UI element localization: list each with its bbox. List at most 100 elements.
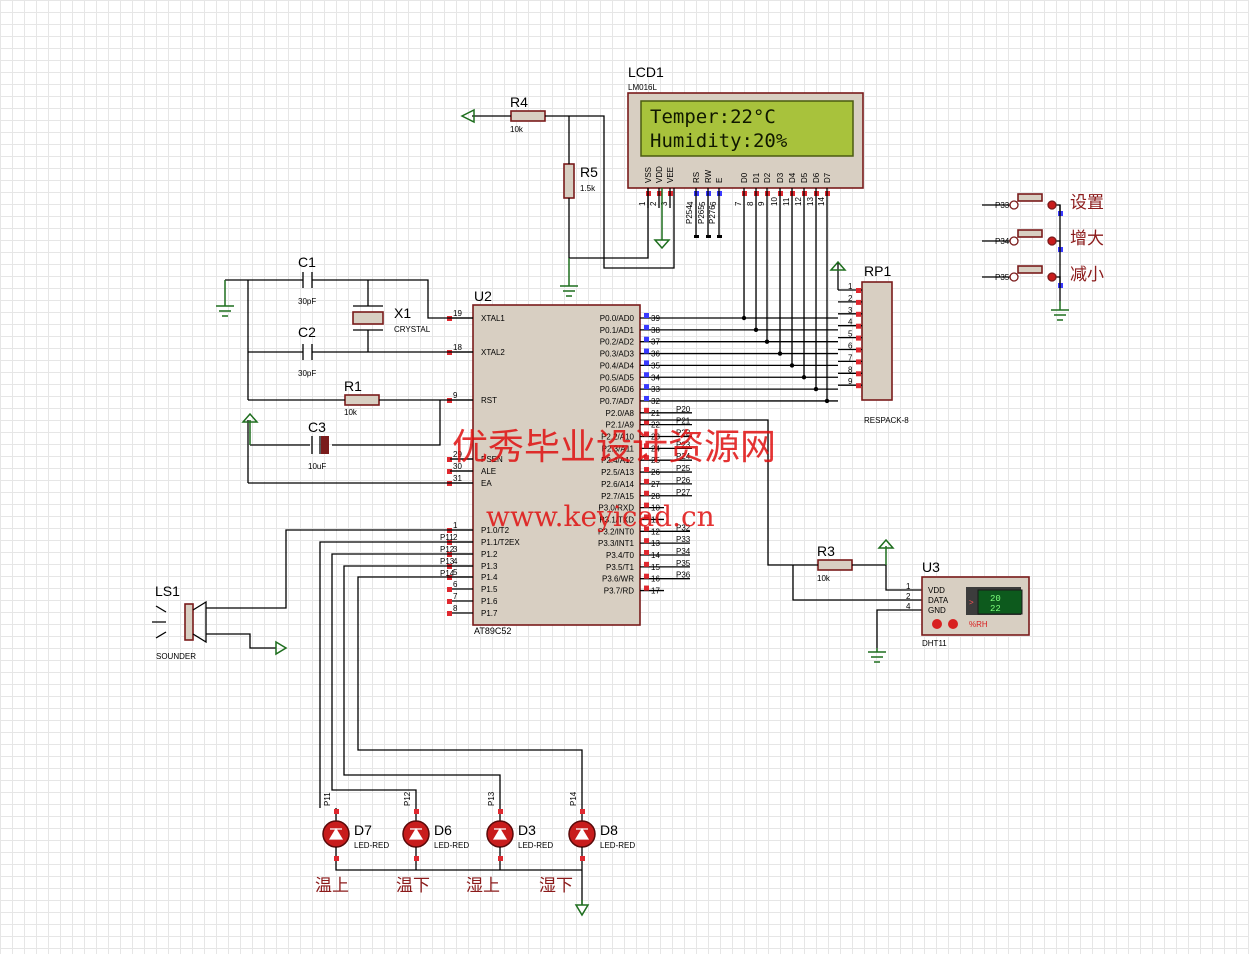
r4-resistor[interactable]: R4 10k — [510, 94, 546, 134]
c1-ref: C1 — [298, 254, 316, 270]
r1-resistor[interactable]: R1 10k — [247, 378, 473, 484]
c3-capacitor[interactable]: C3 10uF — [241, 412, 473, 472]
lcd-pin-num: 8 — [746, 201, 755, 206]
button-label: 增大 — [1070, 229, 1104, 249]
led-net: P12 — [403, 791, 412, 806]
led-label: 温下 — [396, 876, 430, 896]
mcu-left-pin-name: P1.2 — [481, 550, 498, 559]
mcu-right-pin-name: P3.5/T1 — [606, 563, 635, 572]
r3-resistor[interactable]: R3 10k — [640, 419, 922, 663]
led-value: LED-RED — [354, 841, 389, 850]
led-label: 湿上 — [466, 876, 500, 896]
pin-marker — [856, 347, 861, 353]
u3-value: DHT11 — [922, 639, 947, 648]
lcd-model: LM016L — [628, 83, 657, 92]
r5-value: 1.5k — [580, 184, 596, 193]
dht11-rh-label: %RH — [969, 620, 988, 629]
pin-marker — [644, 395, 649, 401]
bus-wire — [664, 208, 838, 378]
dht11-pin-name: DATA — [928, 596, 949, 605]
pin-marker — [644, 538, 649, 544]
led-label: 湿下 — [539, 876, 573, 896]
pin-marker — [856, 311, 861, 317]
pin-marker — [334, 809, 339, 814]
button-cap — [1017, 229, 1043, 238]
mcu-chip[interactable]: U2 AT89C52 XTAL119XTAL218RST9PSEN29ALE30… — [440, 288, 692, 636]
dht11-pin-name: VDD — [928, 586, 945, 595]
mcu-p1-net: P14 — [440, 569, 455, 578]
pin-marker — [580, 856, 585, 861]
rp1-value: RESPACK-8 — [864, 416, 909, 425]
lcd-pin-num: 11 — [782, 197, 791, 206]
c1-capacitor[interactable]: C1 30pF — [248, 254, 473, 319]
ls1-value: SOUNDER — [156, 652, 196, 661]
pin-marker — [644, 360, 649, 366]
lcd-pin-name: E — [715, 178, 724, 183]
lcd-line1: Temper:22°C — [650, 106, 776, 128]
pin-marker — [498, 856, 503, 861]
dht11-pin-num: 2 — [906, 592, 911, 601]
dht11-down-icon[interactable] — [932, 619, 942, 629]
lcd-pin-num: 3 — [660, 201, 669, 206]
lcd-pin-name: D2 — [763, 172, 772, 183]
button-contact — [1009, 272, 1019, 282]
data-bus-wires — [664, 208, 838, 404]
mcu-right-pin-name: P2.4/A12 — [601, 456, 634, 465]
mcu-model: AT89C52 — [474, 626, 511, 636]
net-terminal — [706, 235, 711, 238]
lcd-module[interactable]: Temper:22°C Humidity:20% LCD1 LM016L VSS… — [627, 64, 864, 238]
pin-marker — [644, 372, 649, 378]
mcu-left-pins: XTAL119XTAL218RST9PSEN29ALE30EA31P1.0/T2… — [440, 309, 520, 618]
led-value: LED-RED — [434, 841, 469, 850]
mcu-left-pin-num: 29 — [453, 450, 462, 459]
dht11-display-bottom: 22 — [990, 604, 1001, 614]
led-value: LED-RED — [600, 841, 635, 850]
mcu-right-pin-name: P2.2/A10 — [601, 433, 634, 442]
net-terminal — [717, 235, 722, 238]
mcu-p2-net: P22 — [676, 429, 691, 438]
mcu-p2-net: P20 — [676, 405, 691, 414]
mcu-left-pin-name: P1.7 — [481, 609, 498, 618]
led-value: LED-RED — [518, 841, 553, 850]
mcu-p2-net: P26 — [676, 476, 691, 485]
mcu-left-pin-num: 5 — [453, 568, 458, 577]
lcd-pin-num: 7 — [734, 201, 743, 206]
r1-ref: R1 — [344, 378, 362, 394]
diode-icon — [492, 827, 508, 840]
net-terminal — [694, 235, 699, 238]
pin-marker — [644, 573, 649, 579]
dht11-pin-name: GND — [928, 606, 946, 615]
mcu-right-pin-name: P0.6/AD6 — [600, 385, 635, 394]
dht11-up-icon[interactable] — [948, 619, 958, 629]
bus-wire — [664, 208, 838, 402]
button-contact — [1047, 236, 1057, 246]
lcd-pin-name: RS — [692, 172, 701, 183]
c1-value: 30pF — [298, 297, 316, 306]
mcu-left-pin-num: 6 — [453, 580, 458, 589]
r5-ref: R5 — [580, 164, 598, 180]
diode-icon — [408, 827, 424, 840]
mcu-right-pin-name: P0.2/AD2 — [600, 338, 635, 347]
c2-capacitor[interactable]: C2 30pF — [248, 324, 473, 378]
pin-marker — [447, 469, 452, 474]
mcu-p2-net: P27 — [676, 488, 691, 497]
dht11-arrow-icon: > — [969, 598, 974, 607]
ground-left — [216, 279, 249, 400]
pin-marker — [644, 324, 649, 330]
x1-crystal[interactable]: X1 CRYSTAL — [352, 280, 431, 352]
c2-value: 30pF — [298, 369, 316, 378]
junction-dot — [741, 315, 747, 321]
sounder[interactable]: LS1 SOUNDER — [152, 529, 473, 661]
r5-resistor[interactable]: R5 1.5k — [563, 163, 598, 199]
